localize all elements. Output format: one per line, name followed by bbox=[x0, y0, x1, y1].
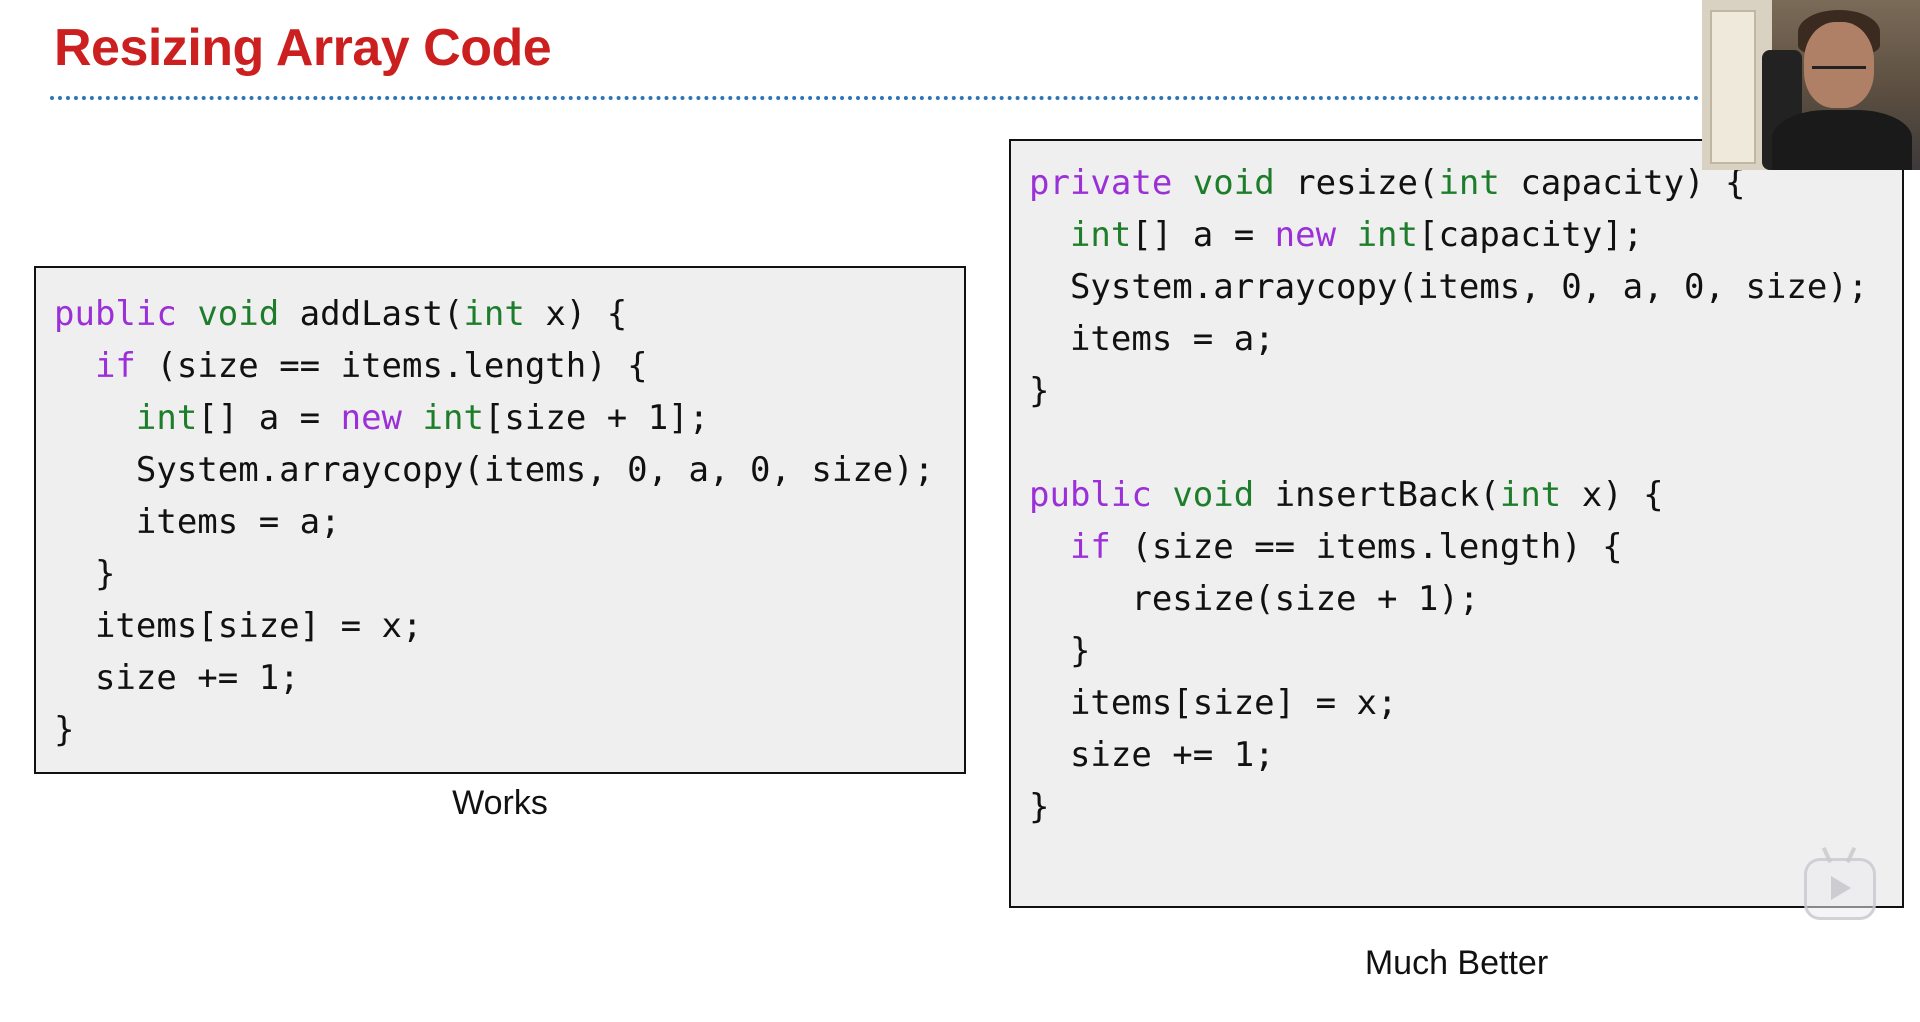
resize-code-line-13: } bbox=[1029, 781, 1868, 833]
code-box-resize-insert-back: private void resize(int capacity) { int[… bbox=[1009, 139, 1904, 908]
code-token bbox=[54, 398, 136, 438]
code-token bbox=[54, 346, 95, 386]
resize-code-line-10: } bbox=[1029, 625, 1868, 677]
code-token: items = a; bbox=[54, 502, 341, 542]
caption-much-better: Much Better bbox=[1364, 944, 1549, 982]
code-token: if bbox=[1069, 527, 1111, 567]
video-play-watermark-icon bbox=[1804, 846, 1876, 920]
resize-code-line-5: } bbox=[1029, 365, 1868, 417]
presenter-face bbox=[1804, 22, 1874, 108]
add-last-code-line-6: } bbox=[54, 548, 934, 600]
code-token: private bbox=[1029, 163, 1173, 203]
code-block-resize-insert-back: private void resize(int capacity) { int[… bbox=[1029, 157, 1868, 833]
code-token: System.arraycopy(items, 0, a, 0, size); bbox=[1029, 267, 1869, 307]
code-token: int bbox=[1069, 215, 1132, 255]
code-token: } bbox=[1029, 371, 1050, 411]
add-last-code-line-8: size += 1; bbox=[54, 652, 934, 704]
code-token: } bbox=[1029, 631, 1091, 671]
code-token: void bbox=[1172, 475, 1255, 515]
code-token: items = a; bbox=[1029, 319, 1275, 359]
code-token: capacity) { bbox=[1499, 163, 1746, 203]
add-last-code-line-7: items[size] = x; bbox=[54, 600, 934, 652]
add-last-code-line-2: if (size == items.length) { bbox=[54, 340, 934, 392]
code-token: void bbox=[1192, 163, 1275, 203]
resize-code-line-8: if (size == items.length) { bbox=[1029, 521, 1868, 573]
resize-code-line-12: size += 1; bbox=[1029, 729, 1868, 781]
code-token: } bbox=[54, 554, 116, 594]
code-token: if bbox=[94, 346, 136, 386]
add-last-code-line-4: System.arraycopy(items, 0, a, 0, size); bbox=[54, 444, 934, 496]
resize-code-line-2: int[] a = new int[capacity]; bbox=[1029, 209, 1868, 261]
resize-code-line-1: private void resize(int capacity) { bbox=[1029, 157, 1868, 209]
add-last-code-line-5: items = a; bbox=[54, 496, 934, 548]
code-box-add-last: public void addLast(int x) { if (size ==… bbox=[34, 266, 966, 774]
code-token: resize(size + 1); bbox=[1029, 579, 1480, 619]
code-token: x) { bbox=[524, 294, 628, 334]
code-token: public bbox=[54, 294, 177, 334]
code-token: resize( bbox=[1274, 163, 1439, 203]
code-token: new bbox=[1274, 215, 1337, 255]
code-token: (size == items.length) { bbox=[135, 346, 648, 386]
add-last-code-line-9: } bbox=[54, 704, 934, 756]
code-token: int bbox=[135, 398, 198, 438]
code-token bbox=[1029, 215, 1070, 255]
code-token bbox=[1029, 527, 1070, 567]
resize-code-line-6 bbox=[1029, 417, 1868, 469]
code-token bbox=[1172, 163, 1192, 203]
slide-title: Resizing Array Code bbox=[54, 19, 552, 77]
code-token: [capacity]; bbox=[1418, 215, 1644, 255]
webcam-background-door bbox=[1710, 10, 1756, 164]
code-token: items[size] = x; bbox=[54, 606, 423, 646]
code-token: int bbox=[1499, 475, 1562, 515]
code-token: insertBack( bbox=[1254, 475, 1500, 515]
resize-code-line-7: public void insertBack(int x) { bbox=[1029, 469, 1868, 521]
code-token: int bbox=[1438, 163, 1500, 203]
code-token: } bbox=[54, 710, 75, 750]
add-last-code-line-3: int[] a = new int[size + 1]; bbox=[54, 392, 934, 444]
code-token: int bbox=[1356, 215, 1418, 255]
code-token: public bbox=[1029, 475, 1152, 515]
code-token: void bbox=[197, 294, 280, 334]
code-token: size += 1; bbox=[54, 658, 300, 698]
code-token: [] a = bbox=[1131, 215, 1275, 255]
code-token: x) { bbox=[1561, 475, 1664, 515]
code-token bbox=[1336, 215, 1356, 255]
code-token bbox=[402, 398, 422, 438]
code-token: items[size] = x; bbox=[1029, 683, 1398, 723]
code-token: int bbox=[463, 294, 525, 334]
code-token: [size + 1]; bbox=[483, 398, 710, 438]
resize-code-line-4: items = a; bbox=[1029, 313, 1868, 365]
code-token: (size == items.length) { bbox=[1110, 527, 1623, 567]
resize-code-line-9: resize(size + 1); bbox=[1029, 573, 1868, 625]
resize-code-line-11: items[size] = x; bbox=[1029, 677, 1868, 729]
code-token bbox=[1152, 475, 1172, 515]
caption-works: Works bbox=[452, 784, 548, 822]
code-token: System.arraycopy(items, 0, a, 0, size); bbox=[54, 450, 935, 490]
presenter-body bbox=[1772, 110, 1912, 170]
presenter-webcam bbox=[1702, 0, 1920, 170]
title-divider bbox=[50, 96, 1700, 100]
play-triangle-icon bbox=[1831, 876, 1851, 900]
code-token: int bbox=[422, 398, 484, 438]
code-token: addLast( bbox=[279, 294, 464, 334]
code-token: } bbox=[1029, 787, 1050, 827]
code-token: [] a = bbox=[197, 398, 341, 438]
add-last-code-line-1: public void addLast(int x) { bbox=[54, 288, 934, 340]
code-block-add-last: public void addLast(int x) { if (size ==… bbox=[54, 288, 934, 756]
code-token: size += 1; bbox=[1029, 735, 1275, 775]
presenter-glasses bbox=[1812, 66, 1866, 79]
code-token: new bbox=[340, 398, 403, 438]
code-token bbox=[177, 294, 197, 334]
resize-code-line-3: System.arraycopy(items, 0, a, 0, size); bbox=[1029, 261, 1868, 313]
